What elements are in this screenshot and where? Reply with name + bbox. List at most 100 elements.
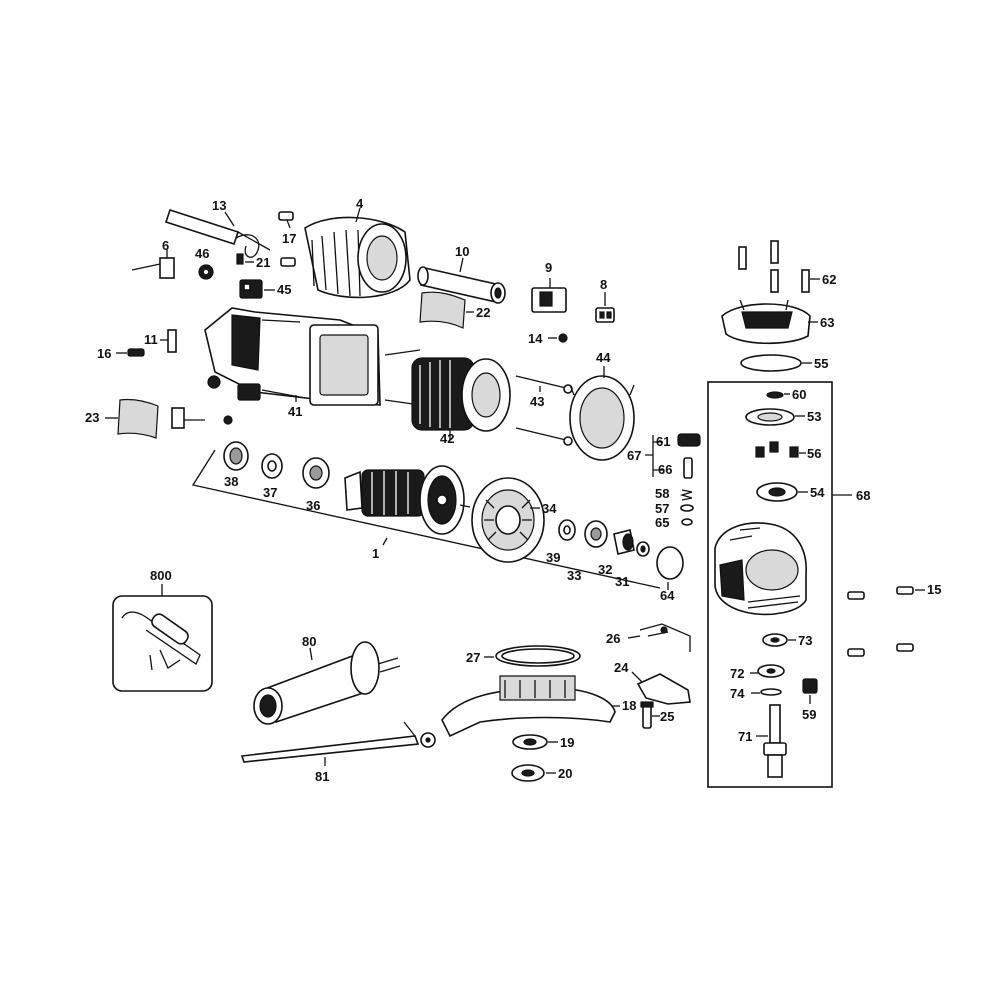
part-68-gear-case-kit-box — [707, 381, 833, 788]
part-80-side-handle — [253, 641, 401, 725]
callout-23: 23 — [85, 410, 99, 425]
callout-26: 26 — [606, 631, 620, 646]
callout-41: 41 — [288, 404, 302, 419]
part-66-pin — [683, 457, 693, 479]
part-27-clamp-band — [495, 645, 581, 667]
part-26-spring-clip — [639, 623, 691, 652]
callout-34: 34 — [542, 501, 557, 516]
part-54-bearing — [756, 482, 798, 502]
callout-53: 53 — [807, 409, 821, 424]
part-armature — [344, 465, 471, 535]
part-gear-case — [714, 522, 807, 616]
callout-25: 25 — [660, 709, 674, 724]
part-19-flange — [512, 734, 548, 750]
callout-36: 36 — [306, 498, 320, 513]
part-61-brush-cap — [677, 433, 701, 447]
part-64-o-ring — [656, 546, 684, 580]
part-62-screws — [738, 240, 810, 293]
callout-20: 20 — [558, 766, 572, 781]
part-14-screw — [558, 333, 568, 343]
callout-80: 80 — [302, 634, 316, 649]
callout-27: 27 — [466, 650, 480, 665]
part-58-spring — [679, 489, 693, 501]
callout-43: 43 — [530, 394, 544, 409]
part-65-ring — [681, 518, 693, 526]
part-20-lock-nut — [511, 764, 545, 782]
callout-64: 64 — [660, 588, 675, 603]
callout-72: 72 — [730, 666, 744, 681]
part-36-bearing — [302, 457, 330, 489]
part-6-brush — [131, 257, 175, 279]
callout-37: 37 — [263, 485, 277, 500]
part-21-screw — [236, 253, 244, 265]
callout-22: 22 — [476, 305, 490, 320]
callout-10: 10 — [455, 244, 469, 259]
callout-17: 17 — [282, 231, 296, 246]
callout-62: 62 — [822, 272, 836, 287]
callout-14: 14 — [528, 331, 543, 346]
callout-67: 67 — [627, 448, 641, 463]
part-59-spindle-lock — [802, 678, 818, 694]
part-24-lever — [636, 673, 691, 705]
callout-59: 59 — [802, 707, 816, 722]
callout-74: 74 — [730, 686, 745, 701]
part-39-washer — [558, 519, 576, 541]
part-43-long-screws — [515, 375, 573, 446]
callout-42: 42 — [440, 431, 454, 446]
callout-9: 9 — [545, 260, 552, 275]
callout-38: 38 — [224, 474, 238, 489]
part-42-field-coil — [384, 349, 511, 432]
part-56-screws — [755, 441, 799, 458]
callout-8: 8 — [600, 277, 607, 292]
callout-46: 46 — [195, 246, 209, 261]
part-53-gear — [745, 408, 795, 426]
part-brush-holder-spring — [207, 375, 261, 401]
callout-45: 45 — [277, 282, 291, 297]
part-71-spindle — [763, 704, 787, 778]
callout-4: 4 — [356, 196, 364, 211]
part-11-clip — [167, 329, 177, 353]
callout-11: 11 — [144, 332, 158, 347]
part-41-motor-housing — [204, 307, 381, 406]
callout-60: 60 — [792, 387, 806, 402]
part-34-fan-baffle — [471, 477, 545, 563]
part-33-bearing — [584, 520, 608, 548]
callout-65: 65 — [655, 515, 669, 530]
callout-32: 32 — [598, 562, 612, 577]
part-31-nut — [636, 541, 650, 557]
callout-81: 81 — [315, 769, 329, 784]
part-72-bearing — [757, 664, 785, 678]
callout-55: 55 — [814, 356, 828, 371]
part-38-bearing — [223, 441, 249, 471]
part-55-o-ring — [740, 354, 802, 372]
callout-57: 57 — [655, 501, 669, 516]
part-brush-second — [171, 407, 233, 429]
part-4-rear-housing — [304, 216, 411, 299]
callout-18: 18 — [622, 698, 636, 713]
callout-71: 71 — [738, 729, 752, 744]
part-45-switch — [239, 279, 263, 299]
part-73-bearing — [762, 633, 788, 647]
callout-44: 44 — [596, 350, 611, 365]
part-25-screw — [640, 701, 654, 729]
part-74-washer — [760, 688, 782, 696]
part-17-screws — [278, 211, 296, 267]
callout-6: 6 — [162, 238, 169, 253]
callout-63: 63 — [820, 315, 834, 330]
part-57-ring — [680, 504, 694, 512]
part-60-retaining-ring — [766, 391, 784, 399]
callout-1: 1 — [372, 546, 379, 561]
part-8-terminal — [595, 307, 615, 323]
callout-56: 56 — [807, 446, 821, 461]
part-9-switch-module — [531, 287, 567, 313]
part-800-handle-kit-box — [112, 595, 213, 692]
part-13-power-cord — [164, 208, 271, 258]
callout-61: 61 — [656, 434, 670, 449]
part-46-spring — [198, 264, 214, 280]
callout-54: 54 — [810, 485, 825, 500]
part-23-label — [117, 398, 159, 439]
part-10-handle-sleeve — [417, 266, 506, 304]
callout-66: 66 — [658, 462, 672, 477]
callout-39: 39 — [546, 550, 560, 565]
